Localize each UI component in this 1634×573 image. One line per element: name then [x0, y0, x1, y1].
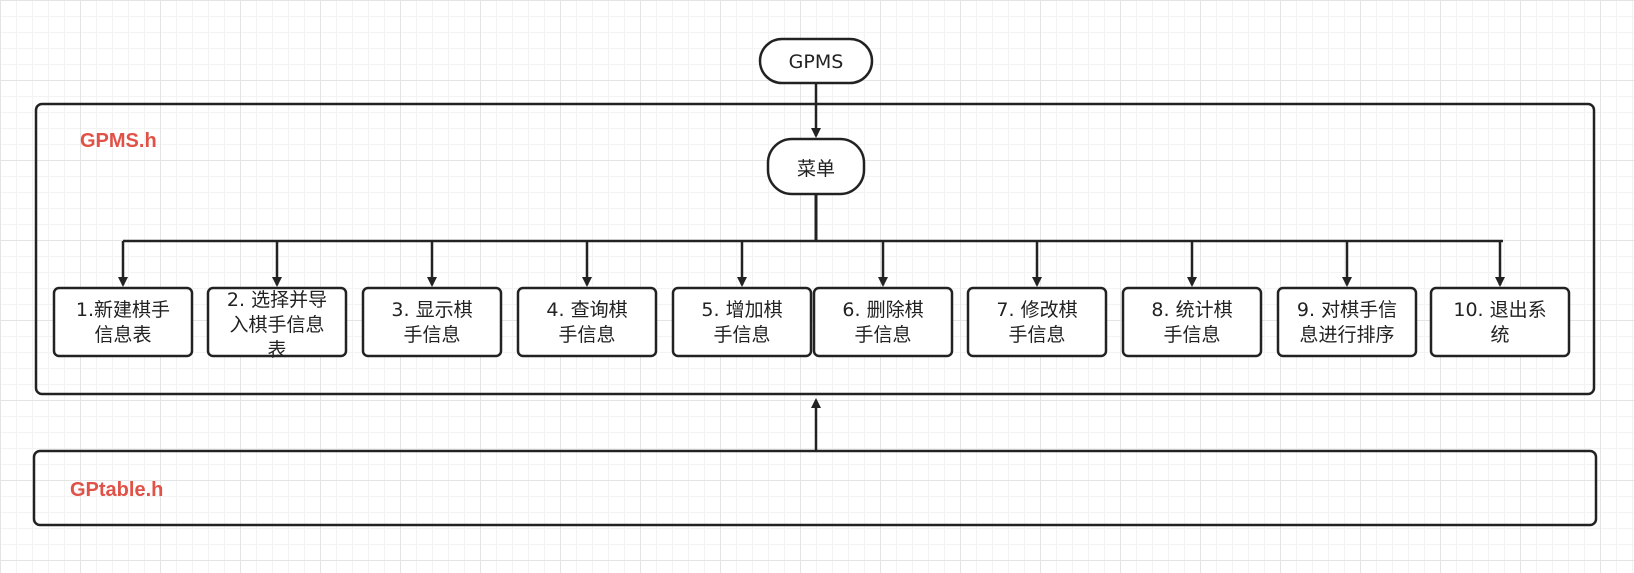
function-label-delete-line-2: 手信息: [854, 324, 911, 346]
function-label-create-line-1: 1.新建棋手: [76, 299, 170, 321]
function-label-import-line-2: 入棋手信息: [229, 314, 324, 336]
function-label-display-line-1: 3. 显示棋: [391, 299, 472, 321]
function-label-stats-line-2: 手信息: [1163, 324, 1220, 346]
function-node-import[interactable]: [206, 286, 348, 358]
function-label-query-line-2: 手信息: [558, 324, 615, 346]
function-node-exit[interactable]: [1429, 286, 1571, 358]
gpms-root-label: GPMS: [789, 51, 844, 73]
function-node-modify[interactable]: [966, 286, 1108, 358]
function-label-modify-line-2: 手信息: [1008, 324, 1065, 346]
function-label-sort-line-1: 9. 对棋手信: [1297, 299, 1397, 321]
function-node-display[interactable]: [361, 286, 503, 358]
function-label-delete-line-1: 6. 删除棋: [842, 299, 923, 321]
function-label-exit-line-2: 统: [1490, 324, 1509, 346]
function-label-sort-line-2: 息进行排序: [1299, 324, 1394, 346]
function-node-stats[interactable]: [1121, 286, 1263, 358]
gptable-h-container: [32, 449, 1598, 527]
function-node-query[interactable]: [516, 286, 658, 358]
function-label-add-line-2: 手信息: [713, 324, 770, 346]
function-label-add-line-1: 5. 增加棋: [701, 299, 782, 321]
function-node-delete[interactable]: [812, 286, 954, 358]
function-label-create-line-2: 信息表: [94, 324, 151, 346]
function-node-create[interactable]: [52, 286, 194, 358]
function-label-query-line-1: 4. 查询棋: [546, 299, 627, 321]
function-label-stats-line-1: 8. 统计棋: [1151, 299, 1232, 321]
function-label-modify-line-1: 7. 修改棋: [996, 299, 1077, 321]
menu-label: 菜单: [797, 158, 835, 180]
function-node-add[interactable]: [671, 286, 813, 358]
gpms-h-label: GPMS.h: [80, 130, 157, 152]
gptable-h-label: GPtable.h: [70, 479, 163, 501]
function-label-exit-line-1: 10. 退出系: [1453, 299, 1546, 321]
function-label-import-line-3: 表: [267, 339, 286, 361]
function-label-display-line-2: 手信息: [403, 324, 460, 346]
function-node-sort[interactable]: [1276, 286, 1418, 358]
function-label-import-line-1: 2. 选择并导: [227, 289, 327, 311]
